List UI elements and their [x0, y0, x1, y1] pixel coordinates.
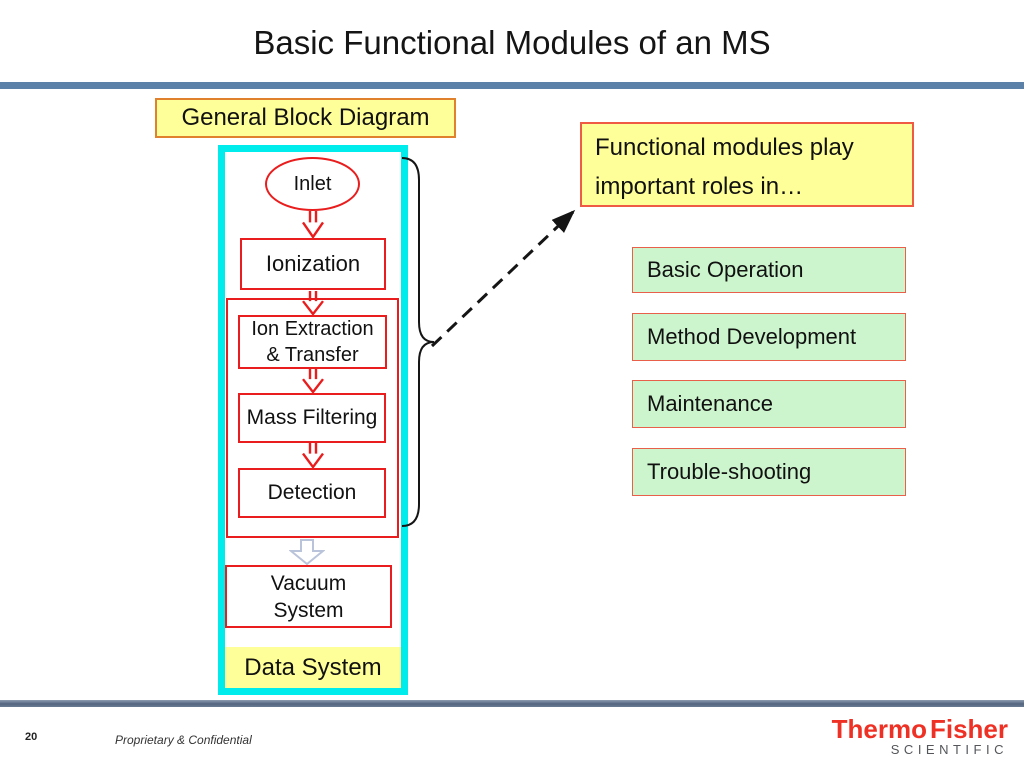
node-ionization: Ionization	[240, 238, 386, 290]
role-label: Maintenance	[647, 391, 773, 416]
callout-line1: Functional modules play	[595, 134, 854, 161]
analyzer-group-box	[226, 298, 399, 538]
footer-divider	[0, 700, 1024, 707]
node-vacuum-line1: Vacuum	[270, 571, 347, 595]
node-ion-extraction: Ion Extraction & Transfer	[238, 315, 387, 369]
brace-right	[401, 157, 435, 527]
node-vacuum-line2: System	[273, 598, 344, 622]
node-vacuum-system: Vacuum System	[225, 565, 392, 628]
node-ion-extraction-line2: & Transfer	[266, 344, 359, 366]
callout-line2: important roles in…	[595, 173, 804, 200]
flow-arrow-icon	[302, 291, 324, 315]
node-inlet: Inlet	[265, 157, 360, 211]
role-basic-operation: Basic Operation	[632, 247, 906, 293]
node-mass-filtering: Mass Filtering	[238, 393, 386, 443]
page-number: 20	[25, 731, 38, 743]
role-method-development: Method Development	[632, 313, 906, 361]
node-detection: Detection	[238, 468, 386, 518]
flow-arrow-icon	[302, 369, 324, 393]
general-block-diagram-text: General Block Diagram	[181, 104, 430, 131]
general-block-diagram-label: General Block Diagram	[155, 98, 456, 138]
node-ionization-label: Ionization	[265, 251, 361, 276]
node-mass-filtering-label: Mass Filtering	[246, 406, 378, 429]
node-ion-extraction-line1: Ion Extraction	[251, 318, 374, 340]
role-trouble-shooting: Trouble-shooting	[632, 448, 906, 496]
role-label: Trouble-shooting	[647, 459, 812, 484]
node-data-system-label: Data System	[244, 653, 382, 681]
logo-fisher: Fisher	[929, 714, 1008, 744]
flow-arrow-icon	[302, 443, 324, 468]
logo-scientific: SCIENTIFIC	[890, 742, 1008, 757]
dashed-arrow-icon	[430, 209, 576, 348]
logo-thermo: Thermo	[831, 714, 927, 744]
node-detection-label: Detection	[267, 481, 357, 504]
callout-box: Functional modules play important roles …	[580, 122, 914, 207]
footer-note: Proprietary & Confidential	[115, 733, 252, 747]
block-arrow-icon	[289, 539, 325, 565]
role-label: Basic Operation	[647, 257, 804, 282]
node-data-system: Data System	[225, 647, 401, 688]
slide-title: Basic Functional Modules of an MS	[253, 24, 771, 61]
role-maintenance: Maintenance	[632, 380, 906, 428]
flow-arrow-icon	[302, 211, 324, 238]
node-inlet-label: Inlet	[293, 172, 332, 195]
role-label: Method Development	[647, 324, 857, 349]
title-divider	[0, 82, 1024, 89]
